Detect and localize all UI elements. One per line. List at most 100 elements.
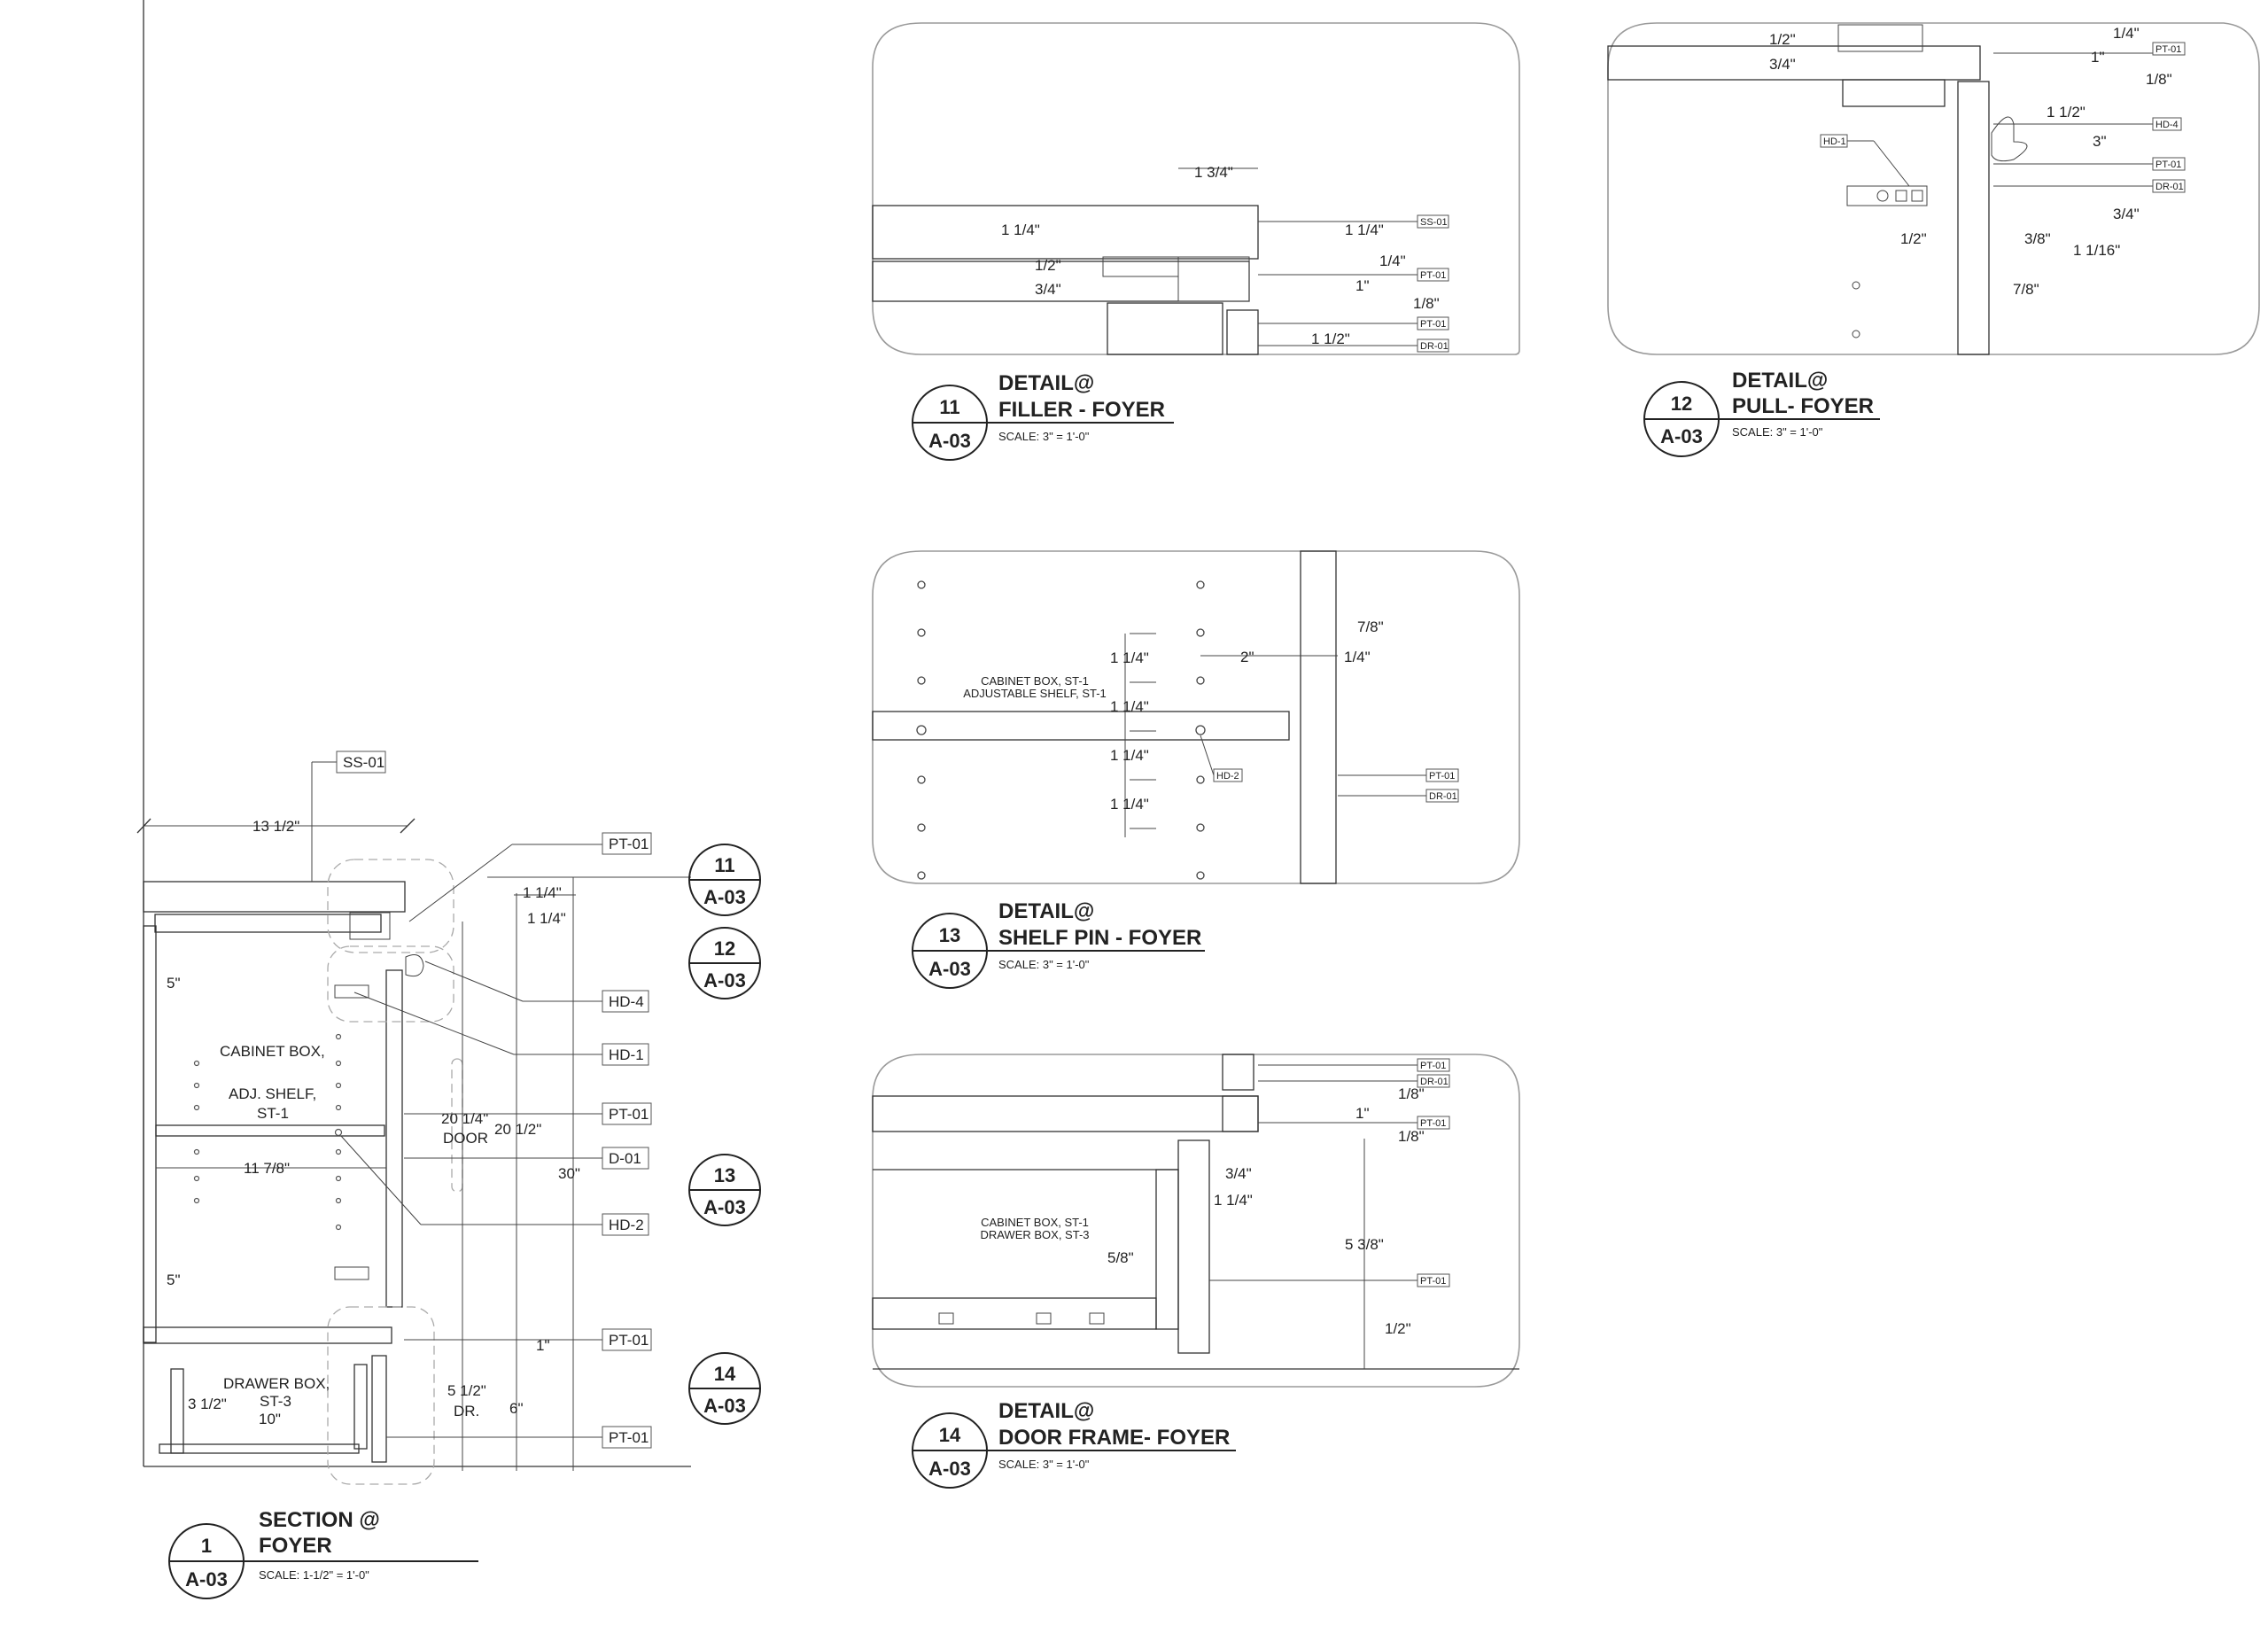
svg-text:DETAIL@: DETAIL@ [998,1399,1094,1423]
svg-text:SCALE: 3" = 1'-0": SCALE: 3" = 1'-0" [1732,425,1823,439]
svg-text:SCALE: 3" = 1'-0": SCALE: 3" = 1'-0" [998,958,1090,971]
d12-dim-i: 1/2" [1900,230,1927,247]
svg-text:DETAIL@: DETAIL@ [998,371,1094,395]
dim-20-1-2: 20 1/2" [494,1121,541,1138]
dim-drawer-height: 5 1/2" [447,1382,486,1399]
d13-label-1: CABINET BOX, ST-1 [981,674,1089,688]
d11-dim-i: 1 1/2" [1311,331,1350,347]
dim-door-label: DOOR [443,1130,488,1147]
svg-text:14: 14 [714,1363,736,1385]
svg-text:13: 13 [714,1164,735,1186]
d12-dim-l: 7/8" [2013,281,2039,298]
d12-tag-pt01-a: PT-01 [2155,44,2181,55]
d13-tag-dr01: DR-01 [1429,791,1457,802]
d14-tag-pt01-a: PT-01 [1420,1061,1446,1071]
section-foyer: 13 1/2" 1 1/4" 1 1/4" 5" 5" 11 7/8" 20 1… [136,751,761,1599]
svg-text:PULL- FOYER: PULL- FOYER [1732,394,1874,418]
d14-dim-g: 5 3/8" [1345,1236,1384,1253]
d13-tag-pt01: PT-01 [1429,771,1455,782]
svg-text:14: 14 [939,1424,961,1446]
drawer-front [371,1355,387,1463]
svg-text:A-03: A-03 [703,1395,746,1417]
d12-dim-d: 1" [2091,49,2105,66]
d11-dim-h: 1/8" [1413,295,1440,312]
svg-text:A-03: A-03 [928,1458,971,1480]
dim-5-b: 5" [167,1272,181,1288]
d14-dim-c: 1/8" [1398,1128,1425,1145]
callout-14[interactable]: 14 A-03 [688,1352,761,1425]
d12-tag-hd4: HD-4 [2155,120,2179,130]
tag-ss01: SS-01 [343,754,384,771]
dim-1-1-4-a: 1 1/4" [523,884,562,901]
svg-text:FILLER - FOYER: FILLER - FOYER [998,398,1165,422]
d14-tag-pt01-c: PT-01 [1420,1276,1446,1287]
label-st3: ST-3 [260,1393,291,1410]
detail-11-filler: 1 3/4" 1 1/4" 1/2" 3/4" 1 1/4" 1/4" 1" 1… [872,22,1520,461]
d12-dim-k: 1 1/16" [2073,242,2120,259]
d11-tag-dr01: DR-01 [1420,341,1449,352]
dim-door-height: 20 1/4" [441,1110,488,1127]
d11-tag-ss01: SS-01 [1420,217,1448,228]
section-scale: SCALE: 1-1/2" = 1'-0" [259,1568,369,1582]
d12-dim-a: 1/2" [1769,31,1796,48]
dim-drawer-label: DR. [454,1403,479,1419]
svg-text:SCALE: 3" = 1'-0": SCALE: 3" = 1'-0" [998,1458,1090,1471]
top-panel [154,914,382,933]
dim-3-1-2: 3 1/2" [188,1396,227,1412]
callout-11[interactable]: 11 A-03 [688,844,761,916]
svg-text:A-03: A-03 [703,1196,746,1218]
d12-dim-f: 1 1/2" [2047,104,2085,121]
d12-dim-b: 3/4" [1769,56,1796,73]
dim-shelf: 11 7/8" [244,1160,290,1177]
d11-tag-pt01-a: PT-01 [1420,270,1446,281]
detail-12-pull: 1/2" 3/4" 1/4" 1" 1/8" 1 1/2" 3" 3/4" 1/… [1607,22,2260,457]
d14-dim-d: 3/4" [1225,1165,1252,1182]
d13-dim-d3: 1 1/4" [1110,747,1149,764]
d12-tag-hd1: HD-1 [1823,136,1846,147]
detail-13-title: 13 A-03 DETAIL@ SHELF PIN - FOYER SCALE:… [912,899,1205,989]
tag-hd4: HD-4 [609,993,644,1010]
d14-tag-pt01-b: PT-01 [1420,1118,1446,1129]
svg-text:SCALE: 3" = 1'-0": SCALE: 3" = 1'-0" [998,430,1090,443]
tag-hd1: HD-1 [609,1046,644,1063]
detail-14-title: 14 A-03 DETAIL@ DOOR FRAME- FOYER SCALE:… [912,1399,1236,1489]
countertop [143,881,406,913]
d14-label-2: DRAWER BOX, ST-3 [980,1228,1089,1241]
d11-dim-f: 1/4" [1379,253,1406,269]
section-sheet: A-03 [185,1568,228,1590]
dim-30: 30" [558,1165,580,1182]
callout-12[interactable]: 12 A-03 [688,927,761,999]
dim-10: 10" [259,1411,281,1427]
detail-11-title: 11 A-03 DETAIL@ FILLER - FOYER SCALE: 3"… [912,371,1174,461]
dim-6: 6" [509,1400,524,1417]
svg-text:12: 12 [1671,393,1692,415]
d11-dim-d: 3/4" [1035,281,1061,298]
d11-dim-g: 1" [1355,277,1370,294]
d13-label-2: ADJUSTABLE SHELF, ST-1 [963,687,1107,700]
section-title-block: 1 A-03 SECTION @ FOYER SCALE: 1-1/2" = 1… [168,1508,478,1599]
svg-text:A-03: A-03 [928,958,971,980]
d13-dim-b: 2" [1240,649,1254,665]
d13-dim-c: 1/4" [1344,649,1371,665]
svg-text:DETAIL@: DETAIL@ [998,899,1094,923]
tag-d01: D-01 [609,1150,641,1167]
d11-dim-a: 1 3/4" [1194,164,1233,181]
d13-dim-d1: 1 1/4" [1110,649,1149,666]
d14-dim-e: 1 1/4" [1214,1192,1253,1209]
callout-13[interactable]: 13 A-03 [688,1154,761,1226]
detail-14-door-frame: PT-01 DR-01 PT-01 PT-01 1/8" 1" 1/8" 3/4… [872,1054,1520,1489]
d14-tag-dr01: DR-01 [1420,1077,1449,1087]
d12-dim-h: 3/4" [2113,206,2140,222]
d13-dim-a: 7/8" [1357,618,1384,635]
bottom-panel [143,1326,392,1344]
dim-1-1-4-b: 1 1/4" [527,910,566,927]
tag-pt01-b: PT-01 [609,1106,649,1123]
d12-dim-g: 3" [2093,133,2107,150]
d13-dim-d2: 1 1/4" [1110,698,1149,715]
label-adj-shelf: ADJ. SHELF, [229,1085,316,1102]
door-panel [385,969,403,1308]
label-cabinet-box: CABINET BOX, [220,1043,325,1060]
d12-tag-pt01-b: PT-01 [2155,159,2181,170]
